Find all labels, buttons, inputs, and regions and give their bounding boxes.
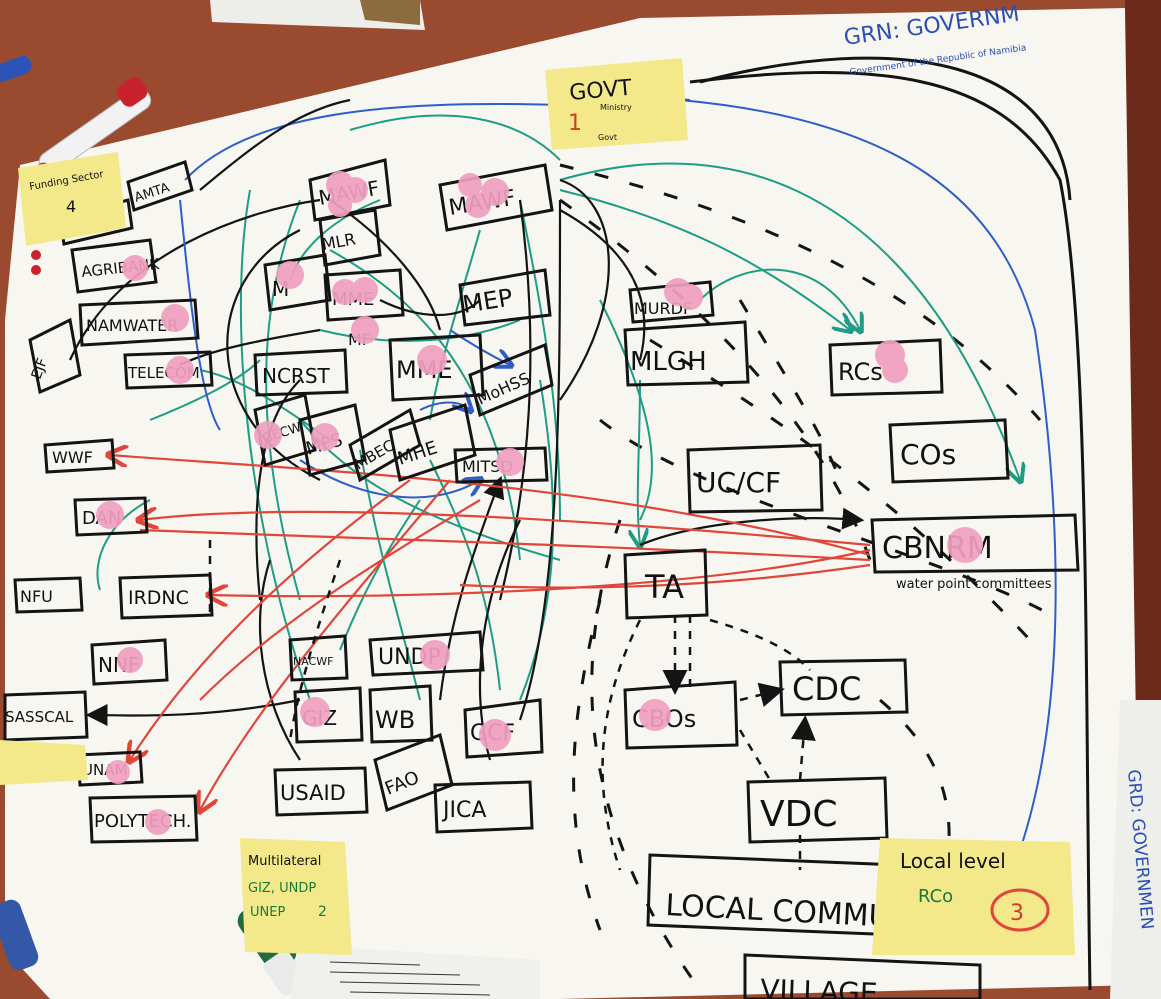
node-cbnrm-sub-label: water point committees [896, 577, 1052, 592]
sticky-funding: Funding Sector 4 [18, 152, 126, 246]
pink-dot-stickers [96, 171, 983, 835]
black-arrows [68, 98, 865, 761]
box-undp [368, 630, 485, 677]
box-telecom [123, 350, 214, 390]
box-usaid [273, 766, 369, 817]
box-dan [73, 496, 149, 537]
sticky-left-bottom [0, 740, 88, 785]
dashed-arcs [559, 163, 1061, 991]
flipchart-paper [5, 8, 1140, 999]
box-m-small [263, 253, 332, 312]
sticky-govt-title: GOVT [568, 76, 633, 106]
node-cos-label: COs [900, 438, 956, 471]
node-ncrst-label: NCRST [262, 364, 331, 388]
box-polytech [88, 794, 199, 844]
box-sasscal [3, 690, 89, 742]
box-rcs [828, 338, 944, 397]
box-mme [388, 333, 485, 402]
node-nfu-label: NFU [20, 587, 53, 606]
node-rcs-label: RCs [838, 358, 883, 386]
node-wb-label: WB [375, 706, 415, 734]
sticky-local-title: Local level [900, 849, 1006, 873]
sticky-multi-title: Multilateral [248, 854, 321, 869]
red-dots-left [31, 250, 41, 275]
box-ejf [28, 317, 82, 395]
node-ta-label: TA [644, 568, 684, 606]
box-mep [458, 268, 552, 327]
box-mito [453, 446, 549, 484]
box-mawf-top [308, 158, 392, 222]
sticky-multi-line2: GIZ, UNDP [248, 881, 316, 896]
sticky-local-number: 3 [1010, 901, 1024, 926]
node-cdc-label: CDC [792, 670, 861, 708]
sticky-funding-number: 4 [66, 197, 76, 216]
sticky-govt: GOVT 1 Ministry Govt [545, 58, 688, 150]
box-nacwf [288, 634, 349, 682]
box-mfs [298, 403, 367, 477]
box-mawf [438, 163, 554, 232]
sticky-multilateral: Multilateral GIZ, UNDP UNEP 2 [240, 838, 352, 955]
node-jica-label: JICA [441, 798, 486, 823]
box-namwater [78, 298, 200, 347]
box-nnf [90, 638, 169, 686]
box-agribank [70, 238, 158, 294]
blue-long-lines [184, 99, 1057, 851]
sticky-govt-number: 1 [568, 111, 582, 136]
box-mhe [388, 403, 477, 482]
sticky-multi-number: 2 [318, 904, 327, 920]
sticky-local: Local level RCo 3 [872, 838, 1075, 955]
node-village-label: VILLAGE [760, 973, 878, 999]
box-mme-top [323, 268, 405, 322]
box-jica [433, 780, 534, 834]
box-irdnc [118, 573, 214, 620]
box-cos [888, 418, 1010, 484]
box-vdc [746, 776, 889, 844]
box-wwf [43, 438, 116, 474]
node-usaid-label: USAID [280, 781, 346, 805]
sticky-local-circle [990, 888, 1050, 932]
node-polytech-label: POLYTECH. [94, 811, 192, 832]
box-nfu [13, 576, 84, 614]
sticky-govt-small2: Govt [598, 133, 617, 142]
sticky-multi-line3: UNEP [250, 905, 285, 920]
node-sasscal-label: SASSCAL [5, 708, 74, 726]
notes-paper [290, 945, 540, 999]
box-cbnrm [870, 513, 1080, 574]
sticky-govt-small1: Ministry [600, 103, 632, 112]
box-ncrst [253, 348, 349, 397]
node-mlgh-label: MLGH [630, 347, 707, 377]
box-gcf [463, 698, 544, 759]
notes-scribbles [329, 961, 491, 996]
node-ejf-label: EJF [29, 356, 51, 381]
blue-pen-bottom-icon [0, 899, 39, 971]
paper-top-snippet [210, 0, 425, 30]
node-uccf-label: UC/CF [696, 466, 781, 499]
box-giz [293, 686, 364, 744]
box-mbec [348, 407, 422, 483]
node-wwf-label: WWF [52, 448, 93, 467]
box-wb [368, 684, 434, 744]
box-ta [623, 548, 709, 620]
box-amta [126, 160, 194, 212]
outer-boundary-lines [689, 56, 1092, 991]
node-namwater-label: NAMWATER [86, 316, 178, 335]
back-paper [1110, 700, 1161, 999]
box-mohss [468, 342, 554, 418]
box-village [743, 953, 982, 999]
sticky-local-rco: RCo [918, 886, 953, 907]
box-uccf [686, 443, 824, 514]
box-cbos [623, 680, 739, 750]
red-arrows [110, 455, 871, 810]
green-arrows [96, 114, 1020, 701]
box-mlr [318, 208, 382, 267]
blue-pen-icon [0, 55, 32, 83]
node-vdc-label: VDC [760, 794, 837, 835]
box-mlgh [623, 320, 750, 387]
node-nacwf-label: NACWF [293, 655, 333, 668]
box-cdc [778, 658, 909, 717]
node-irdnc-label: IRDNC [128, 587, 189, 609]
